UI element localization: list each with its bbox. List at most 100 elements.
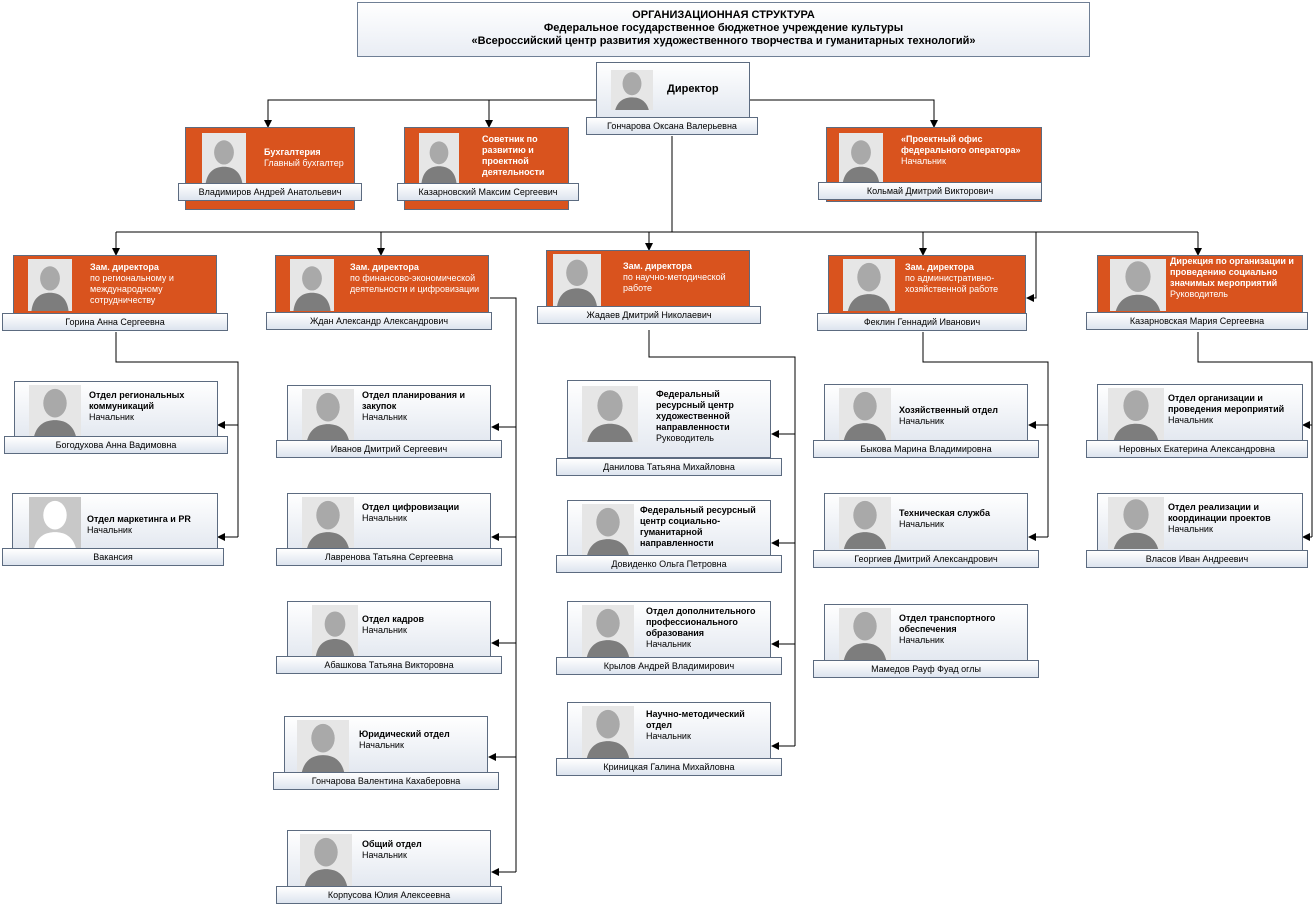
department-14-photo (839, 608, 891, 660)
department-11-title: Научно-методический отдел (646, 709, 745, 730)
department-12-photo (839, 388, 891, 440)
department-4-name: Лавренова Татьяна Сергеевна (276, 548, 502, 566)
department-10-text: Отдел дополнительного профессионального … (646, 606, 768, 650)
department-2-photo (29, 497, 81, 549)
top-unit-3-role: Начальник (901, 156, 946, 166)
top-unit-2-title: Советник по развитию и проектной деятель… (482, 134, 545, 177)
department-6-role: Начальник (359, 740, 404, 750)
department-14-role: Начальник (899, 635, 944, 645)
deputy-3-title: Зам. директора (623, 261, 692, 271)
department-3-photo (302, 389, 354, 441)
department-13-name: Георгиев Дмитрий Александрович (813, 550, 1039, 568)
deputy-1-title: Зам. директора (90, 262, 159, 272)
department-16-role: Начальник (1168, 524, 1213, 534)
department-10-photo (582, 605, 634, 657)
department-9-photo (582, 504, 634, 556)
department-15-name: Неровных Екатерина Александровна (1086, 440, 1308, 458)
department-9-text: Федеральный ресурсный центр социально-гу… (640, 505, 768, 549)
deputy-3-photo (553, 254, 601, 306)
department-16-name: Власов Иван Андреевич (1086, 550, 1308, 568)
department-3-role: Начальник (362, 412, 407, 422)
director-title: Директор (667, 83, 719, 95)
director-photo (611, 70, 653, 110)
top-unit-3-text: «Проектный офис федерального оператора»Н… (901, 134, 1041, 167)
department-12-title: Хозяйственный отдел (899, 405, 998, 415)
department-11-photo (582, 706, 634, 758)
top-unit-3-photo (839, 133, 883, 185)
department-11-role: Начальник (646, 731, 691, 741)
department-16-title: Отдел реализации и координации проектов (1168, 502, 1271, 523)
chart-header: ОРГАНИЗАЦИОННАЯ СТРУКТУРА Федеральное го… (357, 2, 1090, 57)
deputy-2-role: по финансово-экономической деятельности … (350, 273, 480, 294)
top-unit-1-role: Главный бухгалтер (264, 158, 344, 168)
department-8-text: Федеральный ресурсный центр художественн… (656, 389, 768, 444)
department-7-name: Корпусова Юлия Алексеевна (276, 886, 502, 904)
department-7-role: Начальник (362, 850, 407, 860)
deputy-4-title: Зам. директора (905, 262, 974, 272)
department-1-photo (29, 385, 81, 437)
department-16-photo (1108, 497, 1164, 549)
top-unit-1-photo (202, 133, 246, 185)
department-14-title: Отдел транспортного обеспечения (899, 613, 996, 634)
department-8-photo (582, 386, 638, 442)
department-12-name: Быкова Марина Владимировна (813, 440, 1039, 458)
deputy-5-title: Дирекция по организации и проведению соц… (1170, 256, 1294, 288)
department-5-role: Начальник (362, 625, 407, 635)
top-unit-1-title: Бухгалтерия (264, 147, 321, 157)
department-13-title: Техническая служба (899, 508, 990, 518)
deputy-4-role: по административно-хозяйственной работе (905, 273, 999, 294)
department-5-name: Абашкова Татьяна Викторовна (276, 656, 502, 674)
department-8-role: Руководитель (656, 433, 714, 443)
department-10-name: Крылов Андрей Владимирович (556, 657, 782, 675)
top-unit-2-photo (419, 133, 459, 185)
department-3-title: Отдел планирования и закупок (362, 390, 466, 411)
top-unit-2-name: Казарновский Максим Сергеевич (397, 183, 579, 201)
department-15-card: Отдел организации и проведения мероприят… (1097, 384, 1303, 442)
deputy-2-photo (290, 259, 334, 311)
department-8-card: Федеральный ресурсный центр художественн… (567, 380, 771, 458)
deputy-1-role: по региональному и международному сотруд… (90, 273, 174, 305)
department-9-name: Довиденко Ольга Петровна (556, 555, 782, 573)
department-15-text: Отдел организации и проведения мероприят… (1168, 393, 1300, 426)
department-2-title: Отдел маркетинга и PR (87, 514, 191, 524)
department-7-photo (300, 834, 352, 886)
header-organization: «Всероссийский центр развития художестве… (471, 35, 976, 47)
department-6-name: Гончарова Валентина Кахаберовна (273, 772, 499, 790)
department-6-photo (297, 720, 349, 772)
department-15-photo (1108, 388, 1164, 440)
department-9-title: Федеральный ресурсный центр социально-гу… (640, 505, 756, 548)
department-11-name: Криницкая Галина Михайловна (556, 758, 782, 776)
department-15-role: Начальник (1168, 415, 1213, 425)
department-3-name: Иванов Дмитрий Сергеевич (276, 440, 502, 458)
department-13-role: Начальник (899, 519, 944, 529)
deputy-2-name: Ждан Александр Александрович (266, 312, 492, 330)
director-name: Гончарова Оксана Валерьевна (586, 117, 758, 135)
deputy-4-photo (843, 259, 895, 311)
deputy-5-role: Руководитель (1170, 289, 1228, 299)
department-10-role: Начальник (646, 639, 691, 649)
department-15-title: Отдел организации и проведения мероприят… (1168, 393, 1285, 414)
header-title: ОРГАНИЗАЦИОННАЯ СТРУКТУРА (632, 9, 815, 21)
